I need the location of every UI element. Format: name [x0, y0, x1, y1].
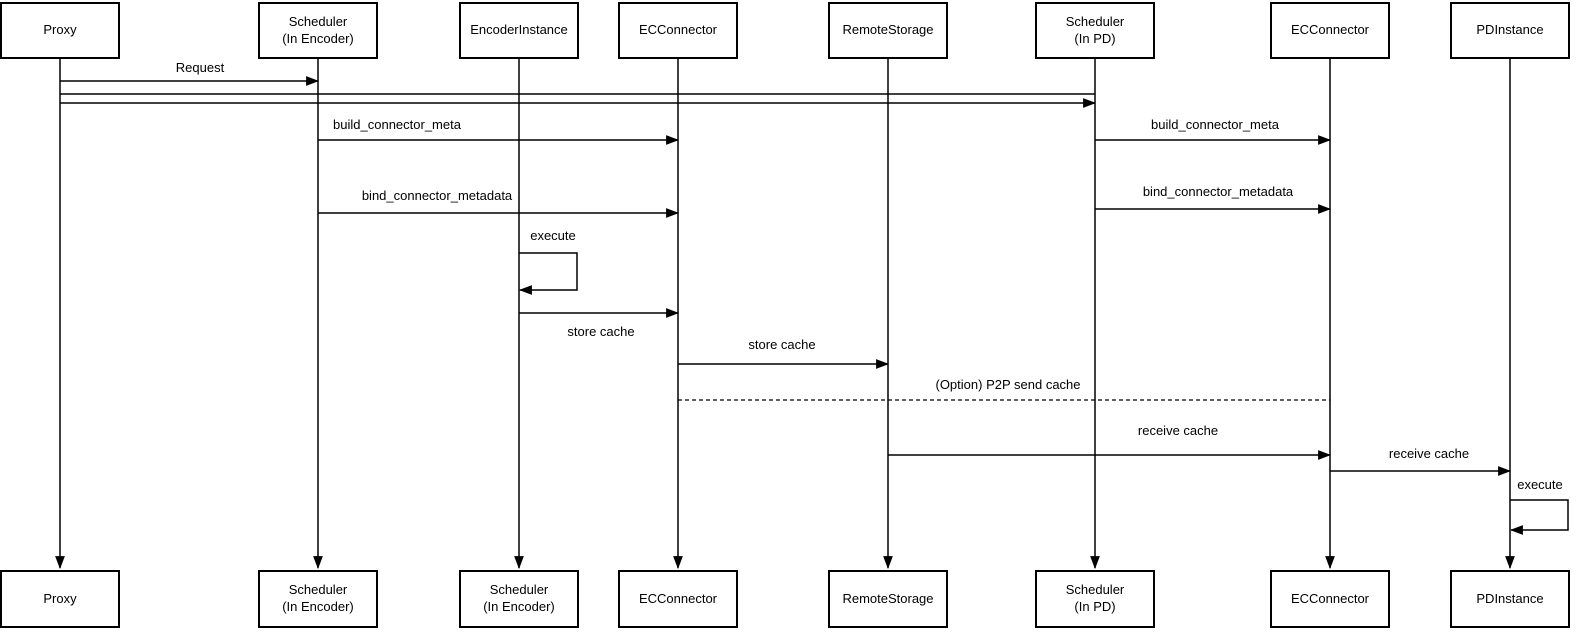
actor-box-bottom-scheduler-in-pd: Scheduler (In PD): [1035, 570, 1155, 628]
message-label-store-cache: store cache: [748, 337, 816, 352]
self-message-loop-execute: [518, 252, 578, 295]
message-label-receive-cache: receive cache: [1137, 423, 1219, 438]
lifelines: [55, 59, 1515, 570]
message-label-option-p2p-send-cache: (Option) P2P send cache: [935, 377, 1081, 392]
actor-box-bottom-scheduler-in-encoder: Scheduler (In Encoder): [459, 570, 579, 628]
message-label-store-cache: store cache: [567, 324, 635, 339]
message-label-execute: execute: [1517, 477, 1563, 492]
message-label-execute: execute: [530, 228, 576, 243]
actor-box-bottom-proxy: Proxy: [0, 570, 120, 628]
actor-box-bottom-ecconnector: ECConnector: [618, 570, 738, 628]
message-label-request: Request: [175, 60, 225, 75]
self-message-loop-execute: [1509, 499, 1569, 535]
message-label-receive-cache: receive cache: [1388, 446, 1470, 461]
message-label-build-connector-meta: build_connector_meta: [333, 117, 461, 132]
actor-box-bottom-scheduler-in-encoder: Scheduler (In Encoder): [258, 570, 378, 628]
actor-box-bottom-ecconnector: ECConnector: [1270, 570, 1390, 628]
message-label-bind-connector-metadata: bind_connector_metadata: [1142, 184, 1294, 199]
actor-box-top-scheduler-in-encoder: Scheduler (In Encoder): [258, 2, 378, 59]
actor-box-top-proxy: Proxy: [0, 2, 120, 59]
message-arrows: [60, 76, 1569, 535]
message-label-build-connector-meta: build_connector_meta: [1151, 117, 1279, 132]
actor-box-bottom-remotestorage: RemoteStorage: [828, 570, 948, 628]
actor-box-top-encoderinstance: EncoderInstance: [459, 2, 579, 59]
actor-box-top-ecconnector: ECConnector: [1270, 2, 1390, 59]
actor-box-top-ecconnector: ECConnector: [618, 2, 738, 59]
message-label-bind-connector-metadata: bind_connector_metadata: [361, 188, 513, 203]
actor-box-top-scheduler-in-pd: Scheduler (In PD): [1035, 2, 1155, 59]
actor-box-bottom-pdinstance: PDInstance: [1450, 570, 1570, 628]
actor-box-top-remotestorage: RemoteStorage: [828, 2, 948, 59]
actor-box-top-pdinstance: PDInstance: [1450, 2, 1570, 59]
